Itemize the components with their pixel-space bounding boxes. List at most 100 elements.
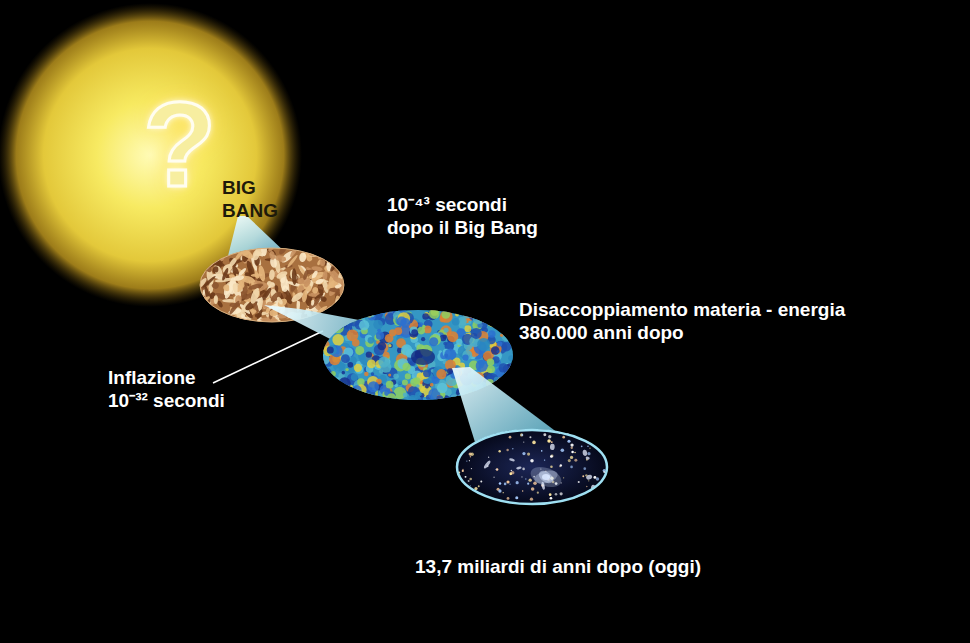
epoch-caption: Disaccoppiamento materia - energia 380.0… bbox=[519, 298, 911, 344]
leader-line bbox=[213, 331, 323, 383]
cmb-spot bbox=[464, 325, 471, 332]
cmb-spot bbox=[394, 327, 402, 335]
small-galaxy bbox=[585, 456, 590, 460]
cmb-spot bbox=[488, 330, 496, 338]
galaxy-dot bbox=[493, 501, 496, 504]
foam-cell bbox=[275, 270, 288, 281]
cmb-spot bbox=[496, 350, 499, 353]
small-galaxy bbox=[582, 449, 587, 456]
cmb-spot bbox=[337, 317, 343, 323]
galaxy-dot bbox=[522, 490, 523, 491]
galaxy-dot bbox=[532, 441, 536, 445]
galaxy-dot bbox=[587, 452, 590, 455]
cmb-spot bbox=[505, 311, 513, 319]
galaxy-dot bbox=[588, 498, 590, 500]
foam-cell bbox=[213, 266, 218, 272]
foam-cell bbox=[339, 252, 348, 263]
foam-cell bbox=[337, 300, 348, 314]
galaxy-dot bbox=[530, 459, 534, 463]
inflation-label: Inflazione 10⁻³² secondi bbox=[108, 366, 227, 412]
cmb-spot bbox=[422, 313, 429, 320]
galaxy-dot bbox=[551, 441, 553, 443]
galaxy-dot bbox=[562, 436, 565, 439]
cmb-spot bbox=[462, 311, 467, 316]
galaxy-dot bbox=[598, 494, 599, 495]
foam-cell bbox=[261, 242, 267, 257]
foam-cell bbox=[311, 276, 324, 285]
foam-cell bbox=[257, 297, 263, 311]
foam-cell bbox=[201, 241, 210, 257]
cmb-spot bbox=[350, 310, 356, 316]
foam-cell bbox=[311, 266, 323, 272]
galaxy-dot bbox=[509, 484, 510, 485]
galaxies-ellipse-shape bbox=[456, 429, 608, 505]
cmb-spot bbox=[398, 380, 402, 384]
cmb-spot bbox=[485, 307, 493, 315]
galaxy-dot bbox=[560, 492, 563, 495]
foam-cell bbox=[207, 244, 212, 251]
foam-cell bbox=[276, 296, 284, 305]
cmb-spot bbox=[436, 369, 446, 379]
foam-cell bbox=[228, 300, 241, 316]
cmb-spot bbox=[345, 368, 348, 371]
foam-cell bbox=[303, 279, 312, 289]
cmb-spot bbox=[359, 320, 369, 330]
cmb-spot bbox=[337, 308, 348, 319]
cmb-spot bbox=[455, 313, 459, 317]
galaxy-dot bbox=[458, 441, 461, 444]
epoch-caption: 13,7 miliardi di anni dopo (oggi) bbox=[415, 555, 725, 578]
cmb-spot bbox=[370, 313, 375, 318]
galaxy-dot bbox=[529, 436, 531, 438]
cmb-spot bbox=[437, 383, 448, 394]
galaxy-dot bbox=[495, 469, 496, 470]
galaxy-dot bbox=[583, 467, 586, 470]
galaxy-dot bbox=[604, 434, 605, 435]
small-galaxy bbox=[509, 458, 515, 462]
galaxy-dot bbox=[470, 456, 472, 458]
cmb-spot bbox=[496, 309, 501, 314]
cmb-spot bbox=[338, 316, 348, 326]
cmb-spot bbox=[335, 310, 341, 316]
cmb-spot bbox=[347, 329, 359, 341]
cmb-spot bbox=[387, 393, 397, 403]
galaxy-dot bbox=[591, 439, 592, 440]
cmb-spot bbox=[346, 313, 356, 323]
ellipse-rim bbox=[457, 430, 607, 504]
cmb-spot bbox=[385, 334, 394, 343]
cmb-spot bbox=[473, 313, 484, 324]
cmb-spot bbox=[328, 394, 336, 402]
galaxy-dot bbox=[523, 442, 524, 443]
galaxy-dot bbox=[599, 493, 601, 495]
galaxy-dot bbox=[474, 494, 478, 498]
cmb-cold-spot bbox=[411, 349, 435, 365]
cmb-spot bbox=[491, 346, 499, 354]
cmb-spot bbox=[361, 397, 364, 400]
foam-cell bbox=[269, 269, 276, 280]
galaxy-dot bbox=[529, 479, 532, 482]
galaxy-dot bbox=[541, 450, 543, 452]
cmb-spot bbox=[508, 355, 514, 361]
planck-era-ellipse-shape bbox=[200, 248, 344, 322]
cmb-spot bbox=[386, 381, 394, 389]
cmb-spot bbox=[507, 329, 517, 339]
galaxy-dot bbox=[466, 460, 467, 461]
cmb-spot bbox=[500, 334, 503, 337]
cmb-spot bbox=[400, 318, 410, 328]
question-mark: ? bbox=[143, 84, 216, 204]
cmb-spot bbox=[506, 306, 515, 315]
cmb-spot bbox=[351, 374, 358, 381]
galaxy-dot bbox=[458, 437, 460, 439]
cmb-spot bbox=[347, 389, 354, 396]
cmb-spot bbox=[381, 308, 387, 314]
cmb-spot bbox=[447, 368, 453, 374]
cmb-spot bbox=[327, 345, 337, 355]
galaxy-dot bbox=[606, 479, 609, 482]
galaxy-dot bbox=[506, 449, 509, 452]
galaxy-dot bbox=[530, 498, 533, 501]
foam-cell bbox=[196, 257, 205, 266]
cmb-spot bbox=[425, 385, 429, 389]
cmb-spot bbox=[365, 311, 370, 316]
cmb-spot bbox=[341, 354, 350, 363]
foam-cell bbox=[338, 304, 349, 312]
galaxy-dot bbox=[531, 487, 535, 491]
